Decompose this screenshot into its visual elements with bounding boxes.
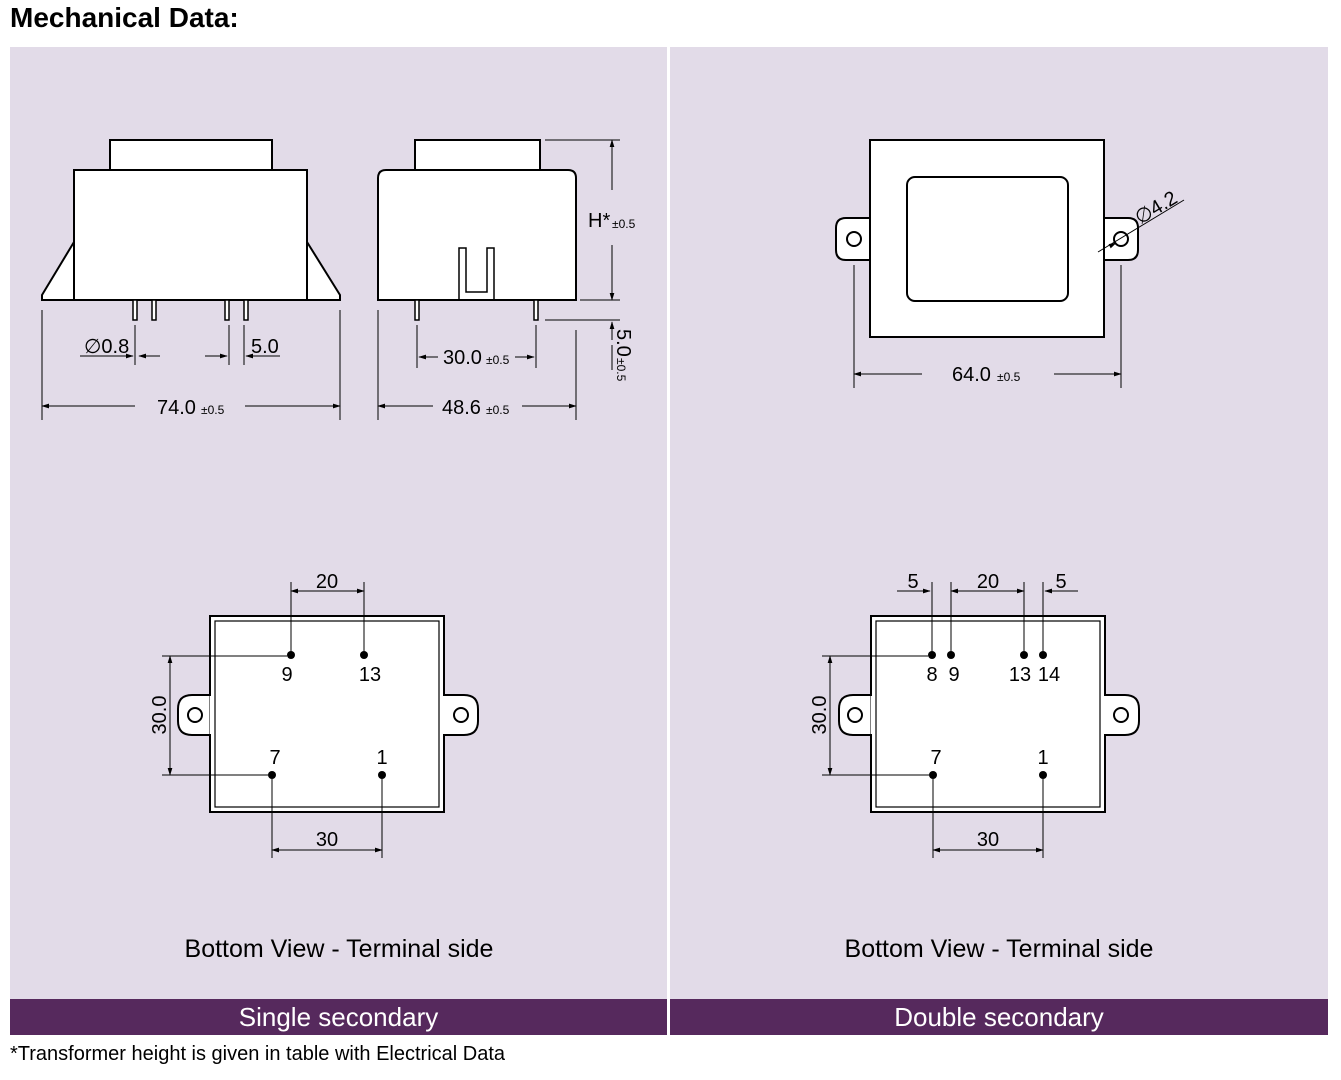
side-view-dimensions bbox=[377, 139, 620, 420]
pin-1 bbox=[378, 771, 386, 779]
front-view-pins bbox=[132, 299, 249, 321]
pin-spacing-tolerance: ±0.5 bbox=[486, 353, 510, 367]
front-view-right-flange bbox=[306, 238, 341, 301]
pin-label: 1 bbox=[376, 747, 387, 769]
footnote: *Transformer height is given in table wi… bbox=[10, 1043, 506, 1065]
mounting-hole bbox=[1113, 707, 1129, 723]
bottom-view-title: Bottom View - Terminal side bbox=[845, 935, 1154, 963]
pin-7 bbox=[929, 771, 937, 779]
pin-label: 14 bbox=[1038, 664, 1060, 686]
pin-length-tolerance: ±0.5 bbox=[614, 358, 628, 382]
left-bottom-dimensions bbox=[162, 582, 383, 858]
right-bottom-view bbox=[838, 615, 1140, 813]
pin-14 bbox=[1039, 651, 1047, 659]
front-view bbox=[41, 139, 341, 321]
height-label: H* bbox=[588, 210, 610, 232]
depth-tolerance: ±0.5 bbox=[486, 403, 510, 417]
housing-inner-outline bbox=[875, 620, 1101, 808]
pin-label: 7 bbox=[930, 747, 941, 769]
pin bbox=[224, 299, 230, 321]
left-bottom-view bbox=[177, 615, 479, 813]
pin-label: 9 bbox=[281, 664, 292, 686]
housing-inner-outline bbox=[214, 620, 440, 808]
top-view bbox=[835, 139, 1139, 338]
pin-label: 13 bbox=[1009, 664, 1031, 686]
pin bbox=[414, 299, 420, 321]
side-view-cap bbox=[414, 139, 541, 171]
width-label: 74.0 bbox=[157, 397, 196, 419]
pin-length-label: 5.0 bbox=[612, 329, 634, 357]
mechanical-drawing: ∅0.8 5.0 74.0 ±0.5 H* ±0.5 30.0 ±0.5 5.0… bbox=[41, 139, 1185, 963]
mount-spacing-label: 64.0 bbox=[952, 364, 991, 386]
pin bbox=[151, 299, 157, 321]
side-view-pins bbox=[414, 299, 539, 321]
top-spacing-label: 20 bbox=[977, 571, 999, 593]
left-pitch-label: 5 bbox=[907, 571, 918, 593]
front-view-cap bbox=[109, 139, 273, 171]
side-view-slot bbox=[458, 247, 495, 300]
mounting-hole bbox=[453, 707, 469, 723]
pin-label: 13 bbox=[359, 664, 381, 686]
mounting-hole bbox=[1113, 231, 1129, 247]
double-secondary-caption: Double secondary bbox=[670, 999, 1328, 1035]
pin-spacing-label: 30.0 bbox=[443, 347, 482, 369]
height-tolerance: ±0.5 bbox=[612, 217, 636, 231]
top-view-dimensions bbox=[853, 199, 1185, 388]
right-pitch-label: 5 bbox=[1055, 571, 1066, 593]
right-bottom-dimensions bbox=[822, 582, 1078, 858]
bottom-view-title: Bottom View - Terminal side bbox=[185, 935, 494, 963]
bottom-spacing-label: 30 bbox=[977, 829, 999, 851]
page-title: Mechanical Data: bbox=[10, 2, 239, 33]
pin-13 bbox=[1020, 651, 1028, 659]
pin-8 bbox=[928, 651, 936, 659]
side-view bbox=[377, 139, 577, 321]
mounting-hole bbox=[846, 231, 862, 247]
bottom-spacing-label: 30 bbox=[316, 829, 338, 851]
depth-label: 48.6 bbox=[442, 397, 481, 419]
pin-label: 8 bbox=[926, 664, 937, 686]
row-spacing-label: 30.0 bbox=[149, 696, 171, 735]
side-view-body bbox=[377, 169, 577, 301]
pin bbox=[533, 299, 539, 321]
right-bottom-pins bbox=[928, 651, 1047, 779]
single-secondary-caption: Single secondary bbox=[10, 999, 667, 1035]
mounting-hole bbox=[847, 707, 863, 723]
pin-diameter-label: ∅0.8 bbox=[84, 336, 129, 358]
pin-7 bbox=[268, 771, 276, 779]
front-view-left-flange bbox=[41, 238, 75, 301]
pin-1 bbox=[1039, 771, 1047, 779]
pin-9 bbox=[947, 651, 955, 659]
mount-spacing-tolerance: ±0.5 bbox=[997, 370, 1021, 384]
top-spacing-label: 20 bbox=[316, 571, 338, 593]
pin bbox=[132, 299, 138, 321]
width-tolerance: ±0.5 bbox=[201, 403, 225, 417]
pin-label: 9 bbox=[948, 664, 959, 686]
left-bottom-pins bbox=[268, 651, 386, 779]
row-spacing-label: 30.0 bbox=[809, 696, 831, 735]
pin-13 bbox=[360, 651, 368, 659]
pin bbox=[243, 299, 249, 321]
mounting-hole bbox=[187, 707, 203, 723]
housing-lid bbox=[906, 176, 1069, 302]
pin-label: 7 bbox=[269, 747, 280, 769]
front-view-dimensions bbox=[41, 310, 341, 420]
front-view-body bbox=[73, 169, 308, 301]
pin-label: 1 bbox=[1037, 747, 1048, 769]
pin-9 bbox=[287, 651, 295, 659]
hole-diameter-label: ∅4.2 bbox=[1131, 187, 1181, 229]
pin-pitch-label: 5.0 bbox=[251, 336, 279, 358]
